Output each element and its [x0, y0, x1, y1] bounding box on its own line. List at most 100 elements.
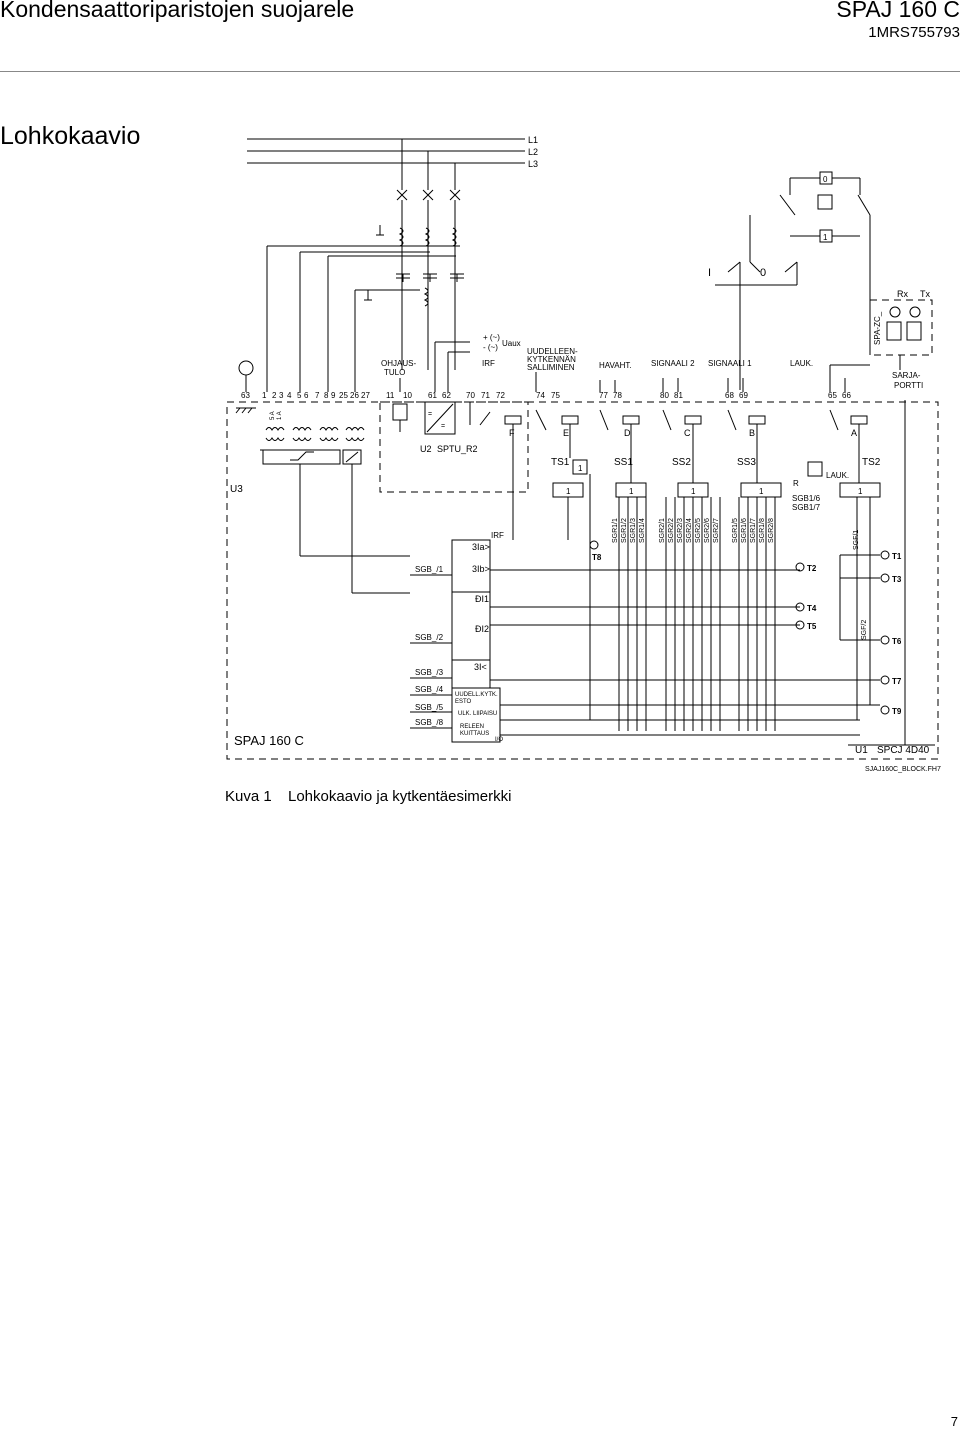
rx-label: Rx [897, 289, 908, 299]
switch-1: 1 [823, 233, 828, 242]
ss2-label: SS2 [672, 457, 691, 468]
esto-label: ESTO [455, 699, 472, 705]
signal-buses [490, 497, 880, 736]
ts1-label: TS1 [551, 457, 570, 468]
function-3i-under: 3I< [474, 662, 487, 672]
terminal: 25 [339, 391, 348, 400]
phase-l1: L1 [528, 135, 538, 145]
terminal: 77 [599, 391, 608, 400]
switch-pos-0: 0 [760, 267, 766, 279]
led-icon [795, 602, 805, 612]
indicator-label: T1 [892, 552, 902, 561]
u3-label: U3 [230, 484, 243, 495]
terminal: 1 [262, 391, 267, 400]
terminal: 61 [428, 391, 437, 400]
or-gate-label: 1 [858, 487, 863, 496]
terminal: 63 [241, 391, 250, 400]
or-gate-label: 1 [691, 487, 696, 496]
output-relays: F E D C B A [504, 409, 868, 540]
sgb-label: SGB_/3 [415, 668, 444, 677]
terminal: 78 [613, 391, 622, 400]
uudell-3: SALLIMINEN [527, 363, 575, 372]
ohjaus-label: OHJAUS- [381, 359, 416, 368]
sgr-label: SGR2/5 [695, 518, 702, 543]
led-icon [880, 573, 890, 583]
terminal: 72 [496, 391, 505, 400]
uudell-2: KYTKENNÄN [527, 355, 576, 364]
indicator-label: T6 [892, 637, 902, 646]
page-number: 7 [950, 1414, 958, 1429]
terminal: 9 [331, 391, 336, 400]
or-gate-label: 1 [578, 464, 583, 473]
spa-zc-label: SPA-ZC_ [873, 311, 882, 345]
caption-text: Lohkokaavio ja kytkentäesimerkki [288, 788, 512, 805]
sgr-label: SGR1/5 [732, 518, 739, 543]
header-rule [0, 71, 960, 72]
terminal: 75 [551, 391, 560, 400]
uaux-plus: + (~) [483, 333, 500, 342]
terminal: 65 [828, 391, 837, 400]
terminal: 26 [350, 391, 359, 400]
terminal: 6 [304, 391, 309, 400]
spcj-label: SPCJ 4D40 [877, 745, 930, 756]
t8-label: T8 [592, 553, 602, 562]
relay-b: B [749, 428, 755, 438]
sgr-label: SGR1/8 [759, 518, 766, 543]
relay-c: C [684, 428, 691, 438]
sgr-label: SGR1/7 [750, 518, 757, 543]
releen-label: RELEEN [460, 724, 484, 730]
terminal: 10 [403, 391, 412, 400]
terminal: 81 [674, 391, 683, 400]
io-label: I/O [495, 737, 503, 743]
breaker-control: 0 1 I 0 [708, 171, 871, 390]
sgb-label: SGB_/8 [415, 718, 444, 727]
terminal: 80 [660, 391, 669, 400]
sgr-switches: SGR1/1 SGR1/2 SGR1/3 SGR1/4 SGR2/1 SGR2/… [567, 474, 776, 731]
lauk-label: LAUK. [790, 359, 813, 368]
indicator-label: T5 [807, 622, 817, 631]
led-icon [880, 705, 890, 715]
or-gates: 1 1 1 1 1 1 R LAUK. SGB1/6 SGB1/7 [552, 459, 881, 512]
terminal: 2 [272, 391, 277, 400]
indicator-label: T2 [807, 564, 817, 573]
relay-d: D [624, 428, 631, 438]
phase-l3: L3 [528, 159, 538, 169]
sgr-label: SGR2/4 [686, 518, 693, 543]
irf-label: IRF [482, 359, 495, 368]
sarja-1: SARJA- [892, 371, 921, 380]
ss3-label: SS3 [737, 457, 756, 468]
or-gate-label: 1 [566, 487, 571, 496]
terminal: 71 [481, 391, 490, 400]
terminal: 68 [725, 391, 734, 400]
svg-text:=: = [428, 411, 432, 418]
sgr-label: SGR1/1 [612, 518, 619, 543]
led-icon [880, 635, 890, 645]
relay-e: E [563, 428, 569, 438]
uaux-minus: - (~) [483, 343, 498, 352]
terminal: 74 [536, 391, 545, 400]
sgb-switches: SGB_/1 SGB_/2 SGB_/3 SGB_/4 SGB_/5 SGB_/… [410, 565, 452, 729]
indicator-leds: T8 T1 T2 T3 T4 T5 T6 T7 T9 SGF/1 SGF/2 [589, 530, 902, 716]
led-icon [880, 550, 890, 560]
sgf1-label: SGF/1 [853, 530, 860, 550]
serial-port: Rx Tx SPA-ZC_ SARJA- PORTTI [869, 289, 933, 745]
indicator-label: T3 [892, 575, 902, 584]
sgf2-label: SGF/2 [861, 620, 868, 640]
tulo-label: TULO [384, 368, 405, 377]
terminal: 4 [287, 391, 292, 400]
terminal: 69 [739, 391, 748, 400]
uaux-label: Uaux [502, 339, 521, 348]
function-3ib: 3Ib> [472, 564, 490, 574]
sgr-label: SGR1/2 [621, 518, 628, 543]
sgr-label: SGR2/6 [704, 518, 711, 543]
relay-boundary [226, 401, 939, 760]
sgr-label: SGR2/3 [677, 518, 684, 543]
ts2-label: TS2 [862, 457, 881, 468]
sarja-2: PORTTI [894, 381, 923, 390]
switch-0: 0 [823, 175, 828, 184]
uudell-kytk: UUDELL.KYTK. [455, 692, 498, 698]
sgb-label: SGB_/4 [415, 685, 444, 694]
sgb-label: SGB_/2 [415, 633, 444, 642]
input-1a: 1 A [277, 411, 283, 420]
led-icon [880, 675, 890, 685]
